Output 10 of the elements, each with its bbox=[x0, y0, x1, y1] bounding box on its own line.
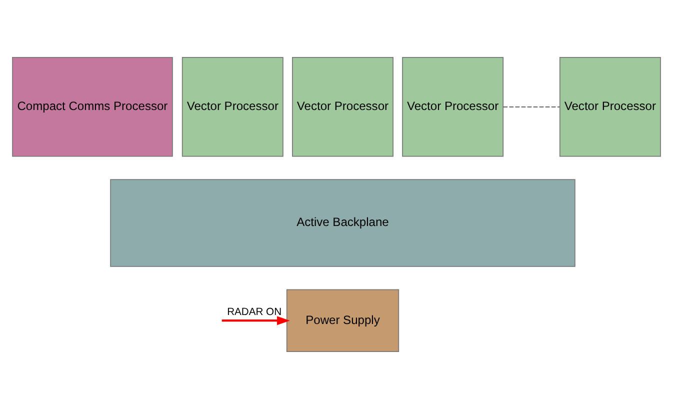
node-box: Vector Processor bbox=[402, 57, 504, 157]
node-box: Compact Comms Processor bbox=[12, 57, 173, 157]
node-box: Active Backplane bbox=[110, 179, 576, 267]
node-box: Vector Processor bbox=[292, 57, 394, 157]
edge-label: RADAR ON bbox=[227, 307, 282, 318]
connector bbox=[502, 106, 560, 108]
node-box: Vector Processor bbox=[559, 57, 661, 157]
arrow bbox=[222, 316, 290, 326]
node-box: Vector Processor bbox=[182, 57, 284, 157]
node-box: Power Supply bbox=[286, 289, 400, 352]
